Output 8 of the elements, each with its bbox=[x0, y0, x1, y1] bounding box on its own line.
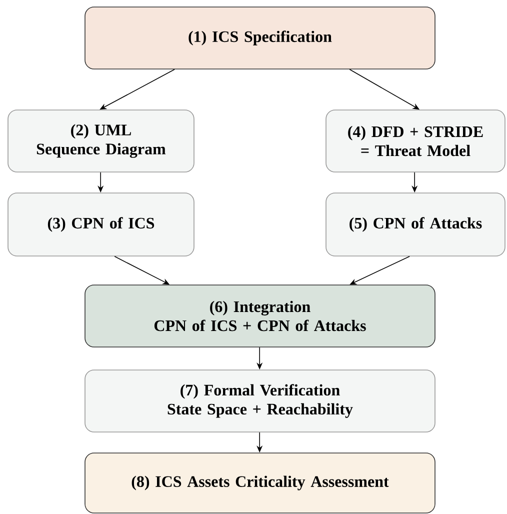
process-box: (8) ICS Assets Criticality Assessment bbox=[84, 452, 436, 514]
process-box: (2) UML Sequence Diagram bbox=[8, 110, 194, 172]
process-box: (1) ICS Specification bbox=[84, 6, 436, 70]
process-box: (7) Formal Verification State Space + Reachability bbox=[84, 370, 436, 432]
process-box: (6) Integration CPN of ICS + CPN of Attacks bbox=[84, 284, 436, 348]
process-box: (3) CPN of ICS bbox=[8, 192, 194, 256]
process-box: (5) CPN of Attacks bbox=[326, 192, 506, 256]
process-box: (4) DFD + STRIDE = Threat Model bbox=[326, 110, 506, 172]
